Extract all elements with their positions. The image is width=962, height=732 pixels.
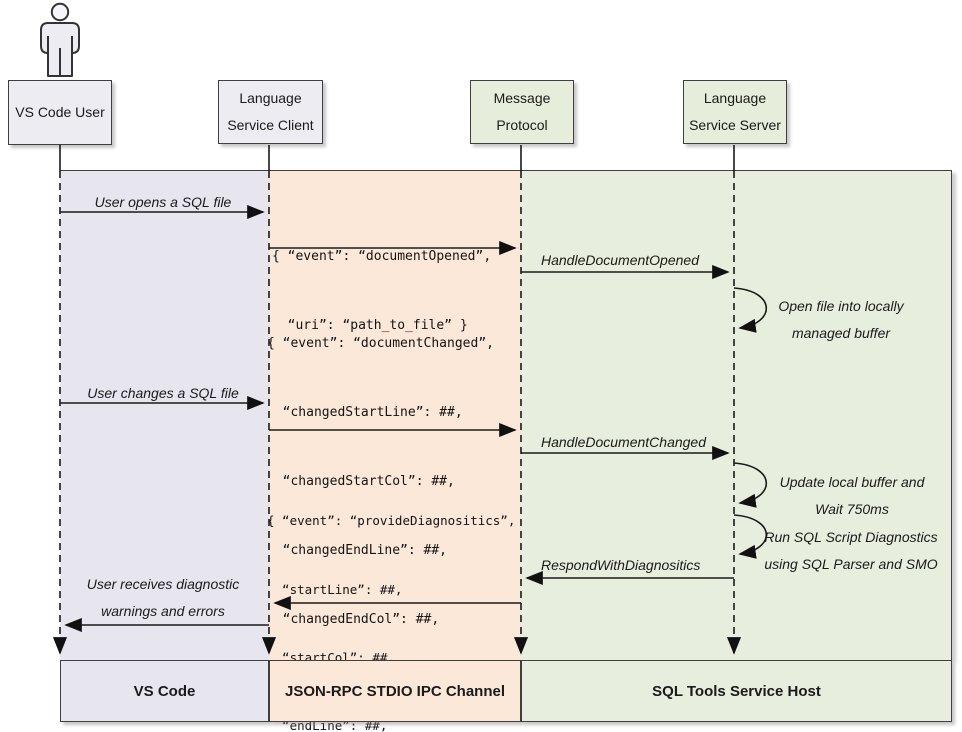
participant-label: Protocol xyxy=(496,117,548,133)
note-line: using SQL Parser and SMO xyxy=(764,556,938,572)
lane-ipc-channel xyxy=(268,171,521,660)
footer-label: VS Code xyxy=(133,682,196,700)
footer-label: SQL Tools Service Host xyxy=(652,682,821,700)
payload-line: “changedStartLine”: ##, xyxy=(267,405,463,420)
label-handle-document-opened: HandleDocumentOpened xyxy=(541,252,699,268)
participant-message-protocol: Message Protocol xyxy=(470,80,574,144)
footer-label: JSON-RPC STDIO IPC Channel xyxy=(284,682,506,700)
payload-document-opened: { “event”: “documentOpened”, “uri”: “pat… xyxy=(272,199,491,383)
lifeline-stubs xyxy=(59,145,735,171)
participant-language-service-server: Language Service Server xyxy=(683,80,787,144)
footer-box-jsonrpc-channel: JSON-RPC STDIO IPC Channel xyxy=(269,660,521,722)
lane-service-host xyxy=(520,171,951,660)
participant-label: VS Code User xyxy=(15,104,105,120)
participant-vscode-user: VS Code User xyxy=(8,80,112,145)
payload-line: { “event”: “documentOpened”, xyxy=(272,249,492,264)
label-line: User receives diagnostic xyxy=(86,576,240,592)
participant-label: Language xyxy=(703,90,767,106)
label-handle-document-changed: HandleDocumentChanged xyxy=(541,434,706,450)
payload-line: { “event”: “documentChanged”, xyxy=(267,336,494,351)
payload-line: { “event”: “provideDiagnositics”, xyxy=(267,513,516,529)
label-user-changes-file: User changes a SQL file xyxy=(87,385,239,401)
payload-line: “changedEndCol”: ##, xyxy=(267,612,440,627)
label-user-receives-diagnostics: User receives diagnostic warnings and er… xyxy=(60,571,266,625)
note-update-buffer-wait: Update local buffer and Wait 750ms xyxy=(762,469,942,523)
participant-label: Language xyxy=(239,90,302,106)
person-actor-icon xyxy=(40,2,80,77)
lane-band xyxy=(60,170,952,660)
payload-line: “changedEndLine”: ##, xyxy=(267,543,448,558)
payload-line: “uri”: “path_to_file” } xyxy=(272,318,468,333)
payload-line: “changedStartCol”: ##, xyxy=(267,474,455,489)
note-line: Wait 750ms xyxy=(815,501,889,517)
note-line: managed buffer xyxy=(791,325,891,341)
lane-vscode xyxy=(60,171,269,660)
footer-box-vscode: VS Code xyxy=(60,660,269,722)
note-open-file-into-buffer: Open file into locally managed buffer xyxy=(748,293,934,347)
participant-label: Service Client xyxy=(227,117,314,133)
note-line: Open file into locally xyxy=(778,298,904,314)
note-line: Update local buffer and xyxy=(779,474,925,490)
label-user-opens-file: User opens a SQL file xyxy=(94,194,232,210)
participant-language-service-client: Language Service Client xyxy=(218,80,323,144)
payload-line: “startLine”: ##, xyxy=(267,581,403,597)
payload-document-changed: { “event”: “documentChanged”, “changedSt… xyxy=(267,286,517,732)
footer-box-sql-tools-service-host: SQL Tools Service Host xyxy=(521,660,952,722)
note-run-sql-diagnostics: Run SQL Script Diagnostics using SQL Par… xyxy=(756,524,946,578)
note-line: Run SQL Script Diagnostics xyxy=(764,529,938,545)
participant-label: Message xyxy=(493,90,551,106)
label-respond-with-diagnostics: RespondWithDiagnositics xyxy=(541,557,701,573)
label-line: warnings and errors xyxy=(101,603,225,619)
participant-label: Service Server xyxy=(689,117,781,133)
